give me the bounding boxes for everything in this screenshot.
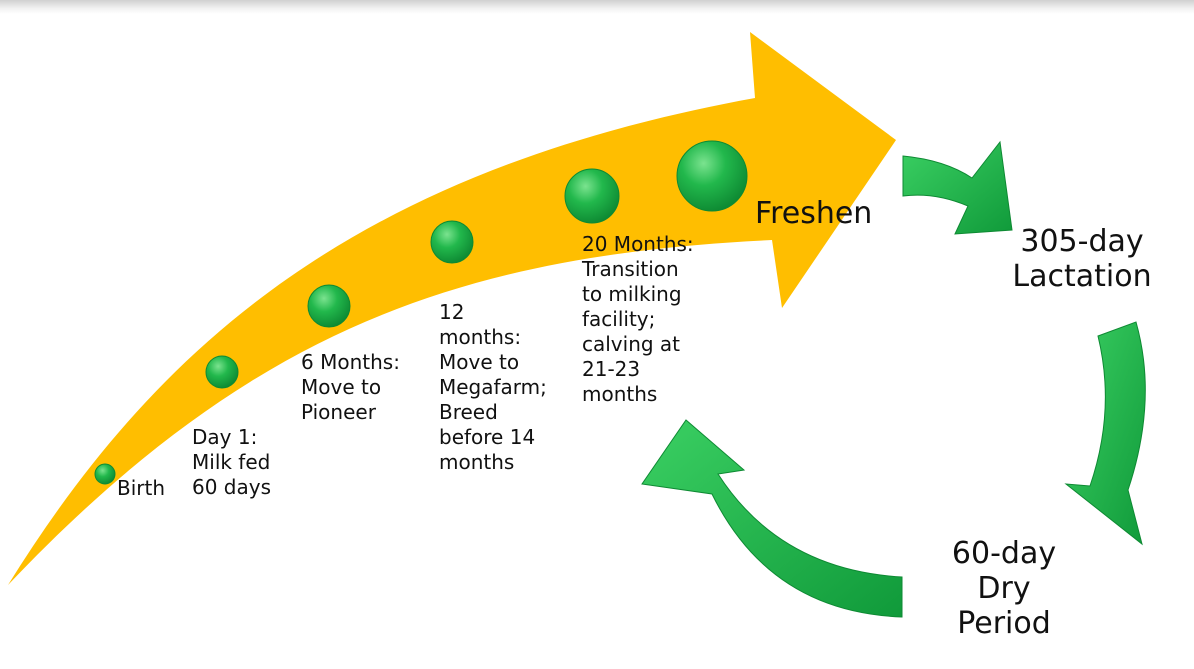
dry-period-label: 60-day Dry Period (951, 536, 1057, 641)
growth-arrow (8, 32, 896, 585)
cycle-arrow-return (641, 419, 903, 618)
milestone-dot-birth (94, 463, 116, 485)
milestone-label-12-months: 12 months: Move to Megafarm; Breed befor… (439, 300, 547, 474)
top-shadow-bar (0, 0, 1194, 14)
milestone-label-birth: Birth (117, 476, 166, 500)
milestone-dot-12-months (430, 220, 474, 264)
lactation-label: 305-day Lactation (1012, 224, 1152, 294)
milestone-dots (94, 140, 748, 485)
milestone-dot-freshen (676, 140, 748, 212)
cycle-arrow-to-lactation (902, 140, 1013, 235)
milestone-label-20-months: 20 Months: Transition to milking facilit… (582, 232, 694, 406)
milestone-dot-day1 (205, 355, 239, 389)
freshen-label: Freshen (755, 196, 873, 231)
milestone-label-6-months: 6 Months: Move to Pioneer (301, 350, 400, 424)
milestone-label-day1: Day 1: Milk fed 60 days (192, 425, 272, 499)
cycle-arrows (641, 140, 1146, 618)
cycle-arrow-to-dry-period (1064, 321, 1146, 546)
milestone-dot-20-months (564, 168, 620, 224)
milestone-dot-6-months (307, 284, 351, 328)
